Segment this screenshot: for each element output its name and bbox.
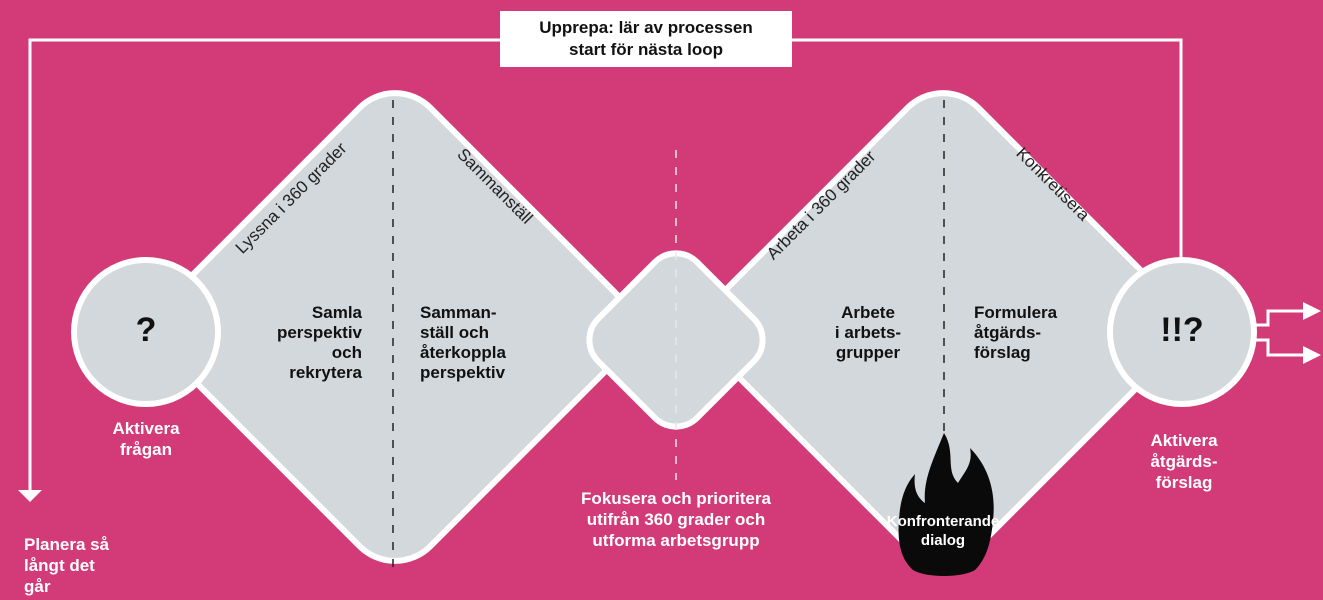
step-arbete-line1: Arbete — [841, 303, 895, 322]
plan-label: Planera så långt det går — [24, 534, 164, 597]
loop-label-box: Upprepa: lär av processen start för näst… — [500, 11, 792, 67]
step-sammanstall-line2: ställ och — [420, 323, 489, 342]
step-sammanstall-line4: perspektiv — [420, 363, 506, 382]
step-formulera: Formulera åtgärds- förslag — [974, 303, 1084, 363]
flame-label-line2: dialog — [920, 532, 966, 549]
end-node-label-line3: förslag — [1155, 473, 1213, 492]
end-symbol: !!? — [1160, 311, 1204, 349]
flame-label-line1: Konfronterande — [886, 513, 1000, 530]
loop-label-line1: Upprepa: lär av processen — [539, 18, 753, 37]
step-samla-line1: Samla — [311, 303, 362, 322]
flame-label: Konfronterande dialog — [868, 512, 1018, 550]
step-arbete-line3: grupper — [835, 343, 901, 362]
end-node-label-line1: Aktivera — [1150, 431, 1218, 450]
step-arbete-line2: i arbets- — [834, 323, 902, 342]
output-arrow-lines — [1255, 309, 1305, 327]
step-sammanstall-line1: Samman- — [420, 303, 497, 322]
step-formulera-line2: åtgärds- — [974, 323, 1042, 342]
step-formulera-line3: förslag — [974, 343, 1031, 362]
diamond-2 — [706, 90, 1180, 564]
plan-label-line1: Planera så — [24, 535, 110, 554]
start-node-label: Aktivera frågan — [76, 418, 216, 460]
output-arrowhead-icon — [1303, 302, 1321, 320]
loop-arrowhead-icon — [18, 490, 42, 502]
middle-label: Fokusera och prioritera utifrån 360 grad… — [536, 488, 816, 551]
step-samla-line3: och — [331, 343, 362, 362]
step-samla: Samla perspektiv och rekrytera — [250, 303, 362, 383]
output-arrowhead-icon-2 — [1303, 346, 1321, 364]
step-formulera-line1: Formulera — [974, 303, 1058, 322]
plan-label-line3: går — [24, 577, 51, 596]
step-samla-line2: perspektiv — [276, 323, 362, 342]
diamond-1 — [158, 90, 632, 564]
end-node-label-line2: åtgärds- — [1150, 452, 1218, 471]
flame-icon — [898, 433, 994, 576]
end-circle — [1107, 257, 1257, 407]
middle-label-line2: utifrån 360 grader och — [586, 510, 766, 529]
middle-label-line3: utforma arbetsgrupp — [592, 531, 760, 550]
end-node-label: Aktivera åtgärds- förslag — [1124, 430, 1244, 493]
middle-label-line1: Fokusera och prioritera — [581, 489, 771, 508]
output-arrow-lines-2 — [1255, 338, 1305, 357]
question-symbol: ? — [135, 311, 157, 349]
step-arbete: Arbete i arbets- grupper — [818, 303, 918, 363]
step-sammanstall-line3: återkoppla — [420, 343, 506, 362]
start-node-label-line1: Aktivera — [112, 419, 180, 438]
start-node-label-line2: frågan — [120, 440, 172, 459]
plan-label-line2: långt det — [24, 556, 95, 575]
step-samla-line4: rekrytera — [289, 363, 362, 382]
step-sammanstall: Samman- ställ och återkoppla perspektiv — [420, 303, 540, 383]
loop-label-line2: start för nästa loop — [569, 40, 723, 59]
start-circle — [71, 257, 221, 407]
